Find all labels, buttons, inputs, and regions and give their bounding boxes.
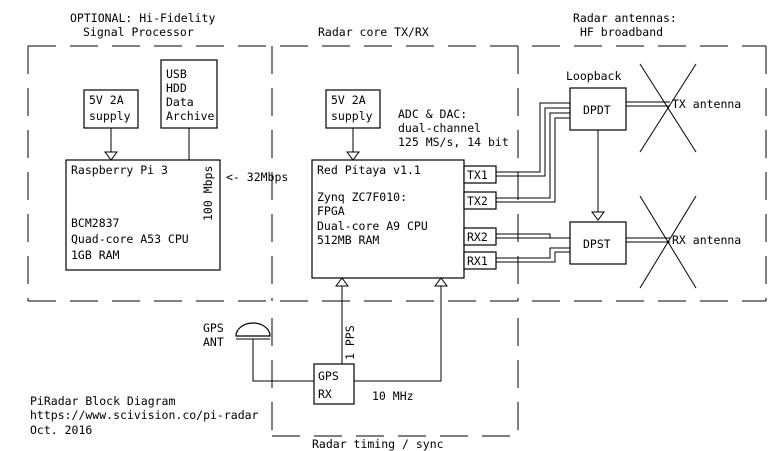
rx-antenna-label: RX antenna (672, 233, 741, 247)
dpst-label: DPST (583, 237, 611, 251)
section-frames (27, 45, 767, 437)
redpitaya-power-supply: 5V 2A supply (325, 89, 381, 161)
ten-mhz-label: 10 MHz (372, 389, 414, 403)
footer-line2: https://www.scivision.co/pi-radar (30, 408, 259, 422)
red-pitaya-box: Red Pitaya v1.1 Zynq ZC7F010: FPGA Dual-… (311, 159, 465, 279)
gps-ant-line2: ANT (203, 335, 224, 349)
rp-title: Red Pitaya v1.1 (317, 163, 421, 177)
storage-line2: HDD (166, 81, 187, 95)
adc-line2: dual-channel (398, 121, 481, 135)
tx-antenna (639, 63, 697, 153)
rpi-psu-line1: 5V 2A (89, 93, 124, 107)
gps-antenna: GPS ANT (203, 321, 314, 382)
rp-line2: FPGA (317, 204, 345, 218)
rpi-ethernet: 100 Mbps (201, 166, 215, 221)
port-tx2: TX2 (467, 194, 488, 208)
antennas-header-line1: Radar antennas: (573, 11, 677, 25)
rp-line4: 512MB RAM (317, 233, 379, 247)
rx-antenna (639, 195, 697, 289)
tx-wiring (496, 101, 670, 203)
data-link-label: <- 32Mbps (226, 170, 288, 184)
tx-antenna-label: TX antenna (672, 97, 741, 111)
rpi-psu-line2: supply (89, 109, 131, 123)
rpi-line1: BCM2837 (71, 216, 120, 230)
storage-line3: Data (166, 95, 194, 109)
adc-line1: ADC & DAC: (398, 107, 467, 121)
rpi-line3: 1GB RAM (71, 248, 120, 262)
rx-wiring (496, 233, 670, 263)
core-header: Radar core TX/RX (318, 25, 429, 39)
antennas-header-line2: HF broadband (580, 25, 663, 39)
footer-line1: PiRadar Block Diagram (30, 394, 175, 408)
gps-rx-line2: RX (318, 387, 332, 401)
port-rx2: RX2 (467, 230, 488, 244)
rf-ports: TX1 TX2 RX2 RX1 (463, 165, 497, 270)
optional-header-line1: OPTIONAL: Hi-Fidelity (70, 11, 215, 25)
storage-line1: USB (166, 67, 187, 81)
adc-line3: 125 MS/s, 14 bit (398, 135, 509, 149)
timing-label: Radar timing / sync (312, 437, 444, 451)
raspberry-pi-box: Raspberry Pi 3 BCM2837 Quad-core A53 CPU… (65, 159, 221, 271)
rp-psu-line1: 5V 2A (331, 93, 366, 107)
loopback-label: Loopback (566, 69, 621, 83)
rpi-line2: Quad-core A53 CPU (71, 232, 189, 246)
dpdt-label: DPDT (583, 103, 611, 117)
dpst-switch: DPST (569, 221, 627, 265)
gps-receiver-box: GPS RX (313, 363, 355, 405)
rp-line3: Dual-core A9 CPU (317, 219, 428, 233)
gps-ant-line1: GPS (203, 321, 224, 335)
gps-rx-line1: GPS (318, 369, 339, 383)
rpi-title: Raspberry Pi 3 (71, 163, 168, 177)
footer-line3: Oct. 2016 (30, 423, 92, 437)
optional-header-line2: Signal Processor (83, 25, 194, 39)
pps-label: 1 PPS (343, 325, 357, 360)
storage-box: USB HDD Data Archive (160, 59, 218, 160)
rp-line1: Zynq ZC7F010: (317, 190, 407, 204)
rpi-power-supply: 5V 2A supply (83, 89, 139, 161)
port-rx1: RX1 (467, 254, 488, 268)
storage-line4: Archive (166, 109, 215, 123)
dpdt-switch: DPDT (569, 87, 627, 131)
rp-psu-line2: supply (331, 109, 373, 123)
port-tx1: TX1 (467, 168, 488, 182)
